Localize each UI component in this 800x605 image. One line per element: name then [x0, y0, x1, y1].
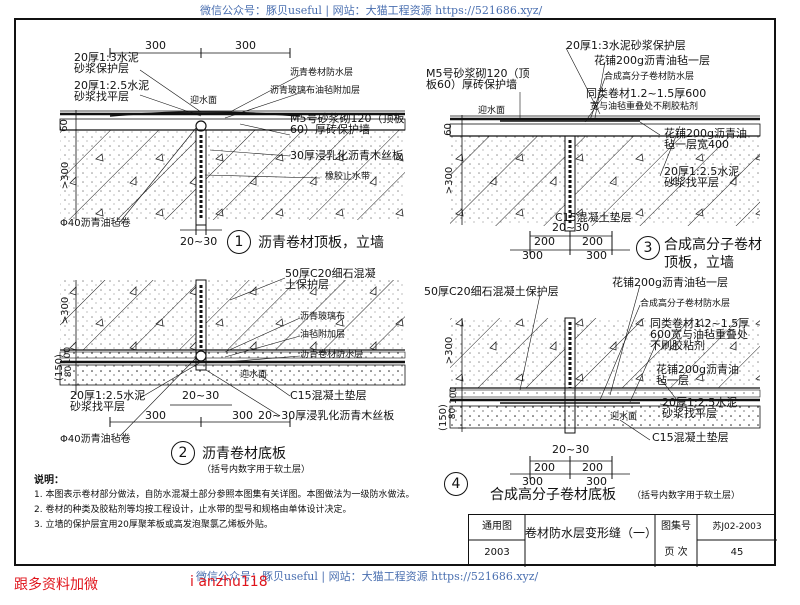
title-block: 通用图 2003 卷材防水层变形缝（一） 图集号 页 次 苏J02-2003 4…	[468, 514, 777, 567]
d4-dim-80: 80	[448, 407, 459, 420]
d4-same-type: 同类卷材1.2~1.5厚600宽与油毡重叠处不刷胶粘剂	[650, 317, 750, 352]
d3-same-type: 同类卷材1.2~1.5厚600	[586, 87, 707, 100]
d1-dim-gap: 20~30	[180, 235, 218, 248]
detail-1-drawing	[59, 48, 406, 235]
watermark-bottom: 微信公众号：豚贝useful | 网站：大猫工程资源 https://52168…	[196, 570, 539, 583]
d2-title: 沥青卷材底板	[202, 446, 286, 462]
d3-level: 20厚1:2.5水泥砂浆找平层	[664, 165, 740, 189]
d3-dim-60: 60	[442, 123, 454, 136]
note-3: 3. 立墙的保护层宜用20厚聚苯板或高发泡聚氯乙烯板外贴。	[34, 520, 273, 530]
d3-title: 合成高分子卷材顶板，立墙	[664, 237, 762, 271]
d2-board: 20~30厚浸乳化沥青木丝板	[258, 409, 395, 422]
d3-dim-300-v: >300	[444, 166, 456, 195]
d2-dim-300-right: 300	[232, 409, 253, 422]
d4-dim-300-left: 300	[522, 475, 543, 488]
d3-top-protect: 20厚1:3水泥砂浆保护层	[566, 39, 686, 52]
d2-membrane: 沥青卷材防水层	[300, 350, 364, 360]
d1-waterstop: 橡胶止水带	[325, 172, 371, 182]
d3-m5: M5号砂浆砌120（顶板60）厚砖保护墙	[426, 67, 530, 91]
d2-dim-300-v: >300	[60, 296, 72, 325]
d4-dim-300-v: >300	[444, 336, 456, 365]
detail-2-drawing	[59, 277, 406, 437]
d2-felt: 油毡附加层	[300, 330, 346, 340]
d2-rope: Φ40沥青油毡卷	[60, 434, 131, 445]
d1-title: 沥青卷材顶板，立墙	[258, 235, 384, 251]
d3-dim-300-left: 300	[522, 249, 543, 262]
d3-dim-200-right: 200	[582, 235, 603, 248]
d2-dim-100: 100	[63, 346, 74, 365]
atlas-label: 图集号	[661, 521, 691, 532]
d1-water-face: 迎水面	[190, 96, 218, 106]
footer-right-red: i anzhu118	[190, 574, 268, 590]
page-no: 45	[730, 547, 744, 558]
d2-c15: C15混凝土垫层	[290, 389, 367, 402]
d1-dim-300-left: 300	[145, 39, 166, 52]
d4-subtitle: （括号内数字用于软土层）	[632, 491, 741, 501]
detail-3-drawing	[449, 47, 761, 255]
d3-felt-200g: 花铺200g沥青油毡一层	[594, 54, 710, 67]
d4-level: 20厚1:2.5水泥砂浆找平层	[662, 396, 738, 420]
d2-water-face: 迎水面	[240, 370, 268, 380]
d1-rope: Φ40沥青油毡卷	[60, 218, 131, 229]
d3-felt-400: 花铺200g沥青油毡一层宽400	[664, 127, 747, 151]
general-label: 通用图	[482, 521, 512, 532]
d4-title: 合成高分子卷材底板	[490, 487, 616, 503]
d3-number-circle: 3	[636, 236, 660, 260]
d4-c15: C15混凝土垫层	[652, 431, 729, 444]
d2-glass-cloth: 沥青玻璃布	[300, 312, 346, 322]
d2-dim-300-left: 300	[145, 409, 166, 422]
d4-felt-200g-b: 花铺200g沥青油毡一层	[656, 363, 739, 387]
title-block-grid	[469, 515, 777, 567]
d3-dim-gap: 20~30	[552, 221, 590, 234]
d4-c20: 50厚C20细石混凝土保护层	[424, 285, 559, 298]
d4-dim-100: 100	[449, 386, 460, 405]
d1-dim-300-right: 300	[235, 39, 256, 52]
d2-subtitle: （括号内数字用于软土层）	[202, 465, 311, 475]
d4-dim-gap: 20~30	[552, 443, 590, 456]
drawing-frame	[14, 18, 776, 566]
d4-dim-300-right: 300	[586, 475, 607, 488]
d4-polymer: 合成高分子卷材防水层	[640, 299, 731, 309]
page-label: 页 次	[664, 547, 688, 558]
atlas-no: 苏J02-2003	[712, 522, 762, 532]
watermark-top: 微信公众号：豚贝useful | 网站：大猫工程资源 https://52168…	[200, 4, 543, 17]
d1-glass-cloth: 沥青玻璃布油毡附加层	[270, 86, 361, 96]
d1-number-circle: 1	[227, 230, 251, 254]
d2-level: 20厚1:2.5水泥砂浆找平层	[70, 389, 146, 413]
d2-c20: 50厚C20细石混凝土保护层	[285, 267, 376, 291]
d2-dim-80: 80	[64, 365, 75, 378]
footer-left-red: 跟多资料加微	[14, 577, 98, 593]
d1-m5: M5号砂浆砌120（顶板60）厚砖保护墙	[290, 112, 405, 136]
d4-dim-200-right: 200	[582, 461, 603, 474]
d4-number-circle: 4	[444, 472, 468, 496]
notes: 说明： 1. 本图表示卷材部分做法，自防水混凝土部分参照本图集有关详图。本图做法…	[34, 473, 414, 533]
d1-top-level: 20厚1:2.5水泥砂浆找平层	[74, 79, 150, 103]
d4-dim-200-left: 200	[534, 461, 555, 474]
d4-water-face: 迎水面	[610, 412, 638, 422]
d1-dim-300-v: >300	[60, 161, 72, 190]
d2-number-circle: 2	[171, 441, 195, 465]
detail-4-drawing	[449, 284, 761, 479]
d1-dim-60: 60	[58, 119, 70, 132]
d3-polymer: 合成高分子卷材防水层	[604, 72, 695, 82]
d3-water-face: 迎水面	[478, 106, 506, 116]
d3-glue: 宽与油毡重叠处不刷胶粘剂	[590, 102, 699, 112]
note-1: 1. 本图表示卷材部分做法，自防水混凝土部分参照本图集有关详图。本图做法为一级防…	[34, 490, 415, 500]
d1-top-protect: 20厚1:3水泥砂浆保护层	[74, 51, 139, 75]
notes-title: 说明：	[34, 475, 64, 486]
d1-board: 30厚浸乳化沥青木丝板	[290, 149, 403, 162]
year: 2003	[484, 547, 510, 558]
drawing-title: 卷材防水层变形缝（一）	[525, 526, 658, 540]
d3-c15: C15混凝土垫层	[555, 211, 632, 224]
d3-dim-300-right: 300	[586, 249, 607, 262]
d2-dim-gap: 20~30	[182, 389, 220, 402]
d3-dim-200-left: 200	[534, 235, 555, 248]
note-2: 2. 卷材的种类及胶粘剂等均按工程设计，止水带的型号和规格由单体设计决定。	[34, 505, 352, 515]
d1-membrane: 沥青卷材防水层	[290, 68, 354, 78]
d4-felt-200g: 花铺200g沥青油毡一层	[612, 276, 728, 289]
